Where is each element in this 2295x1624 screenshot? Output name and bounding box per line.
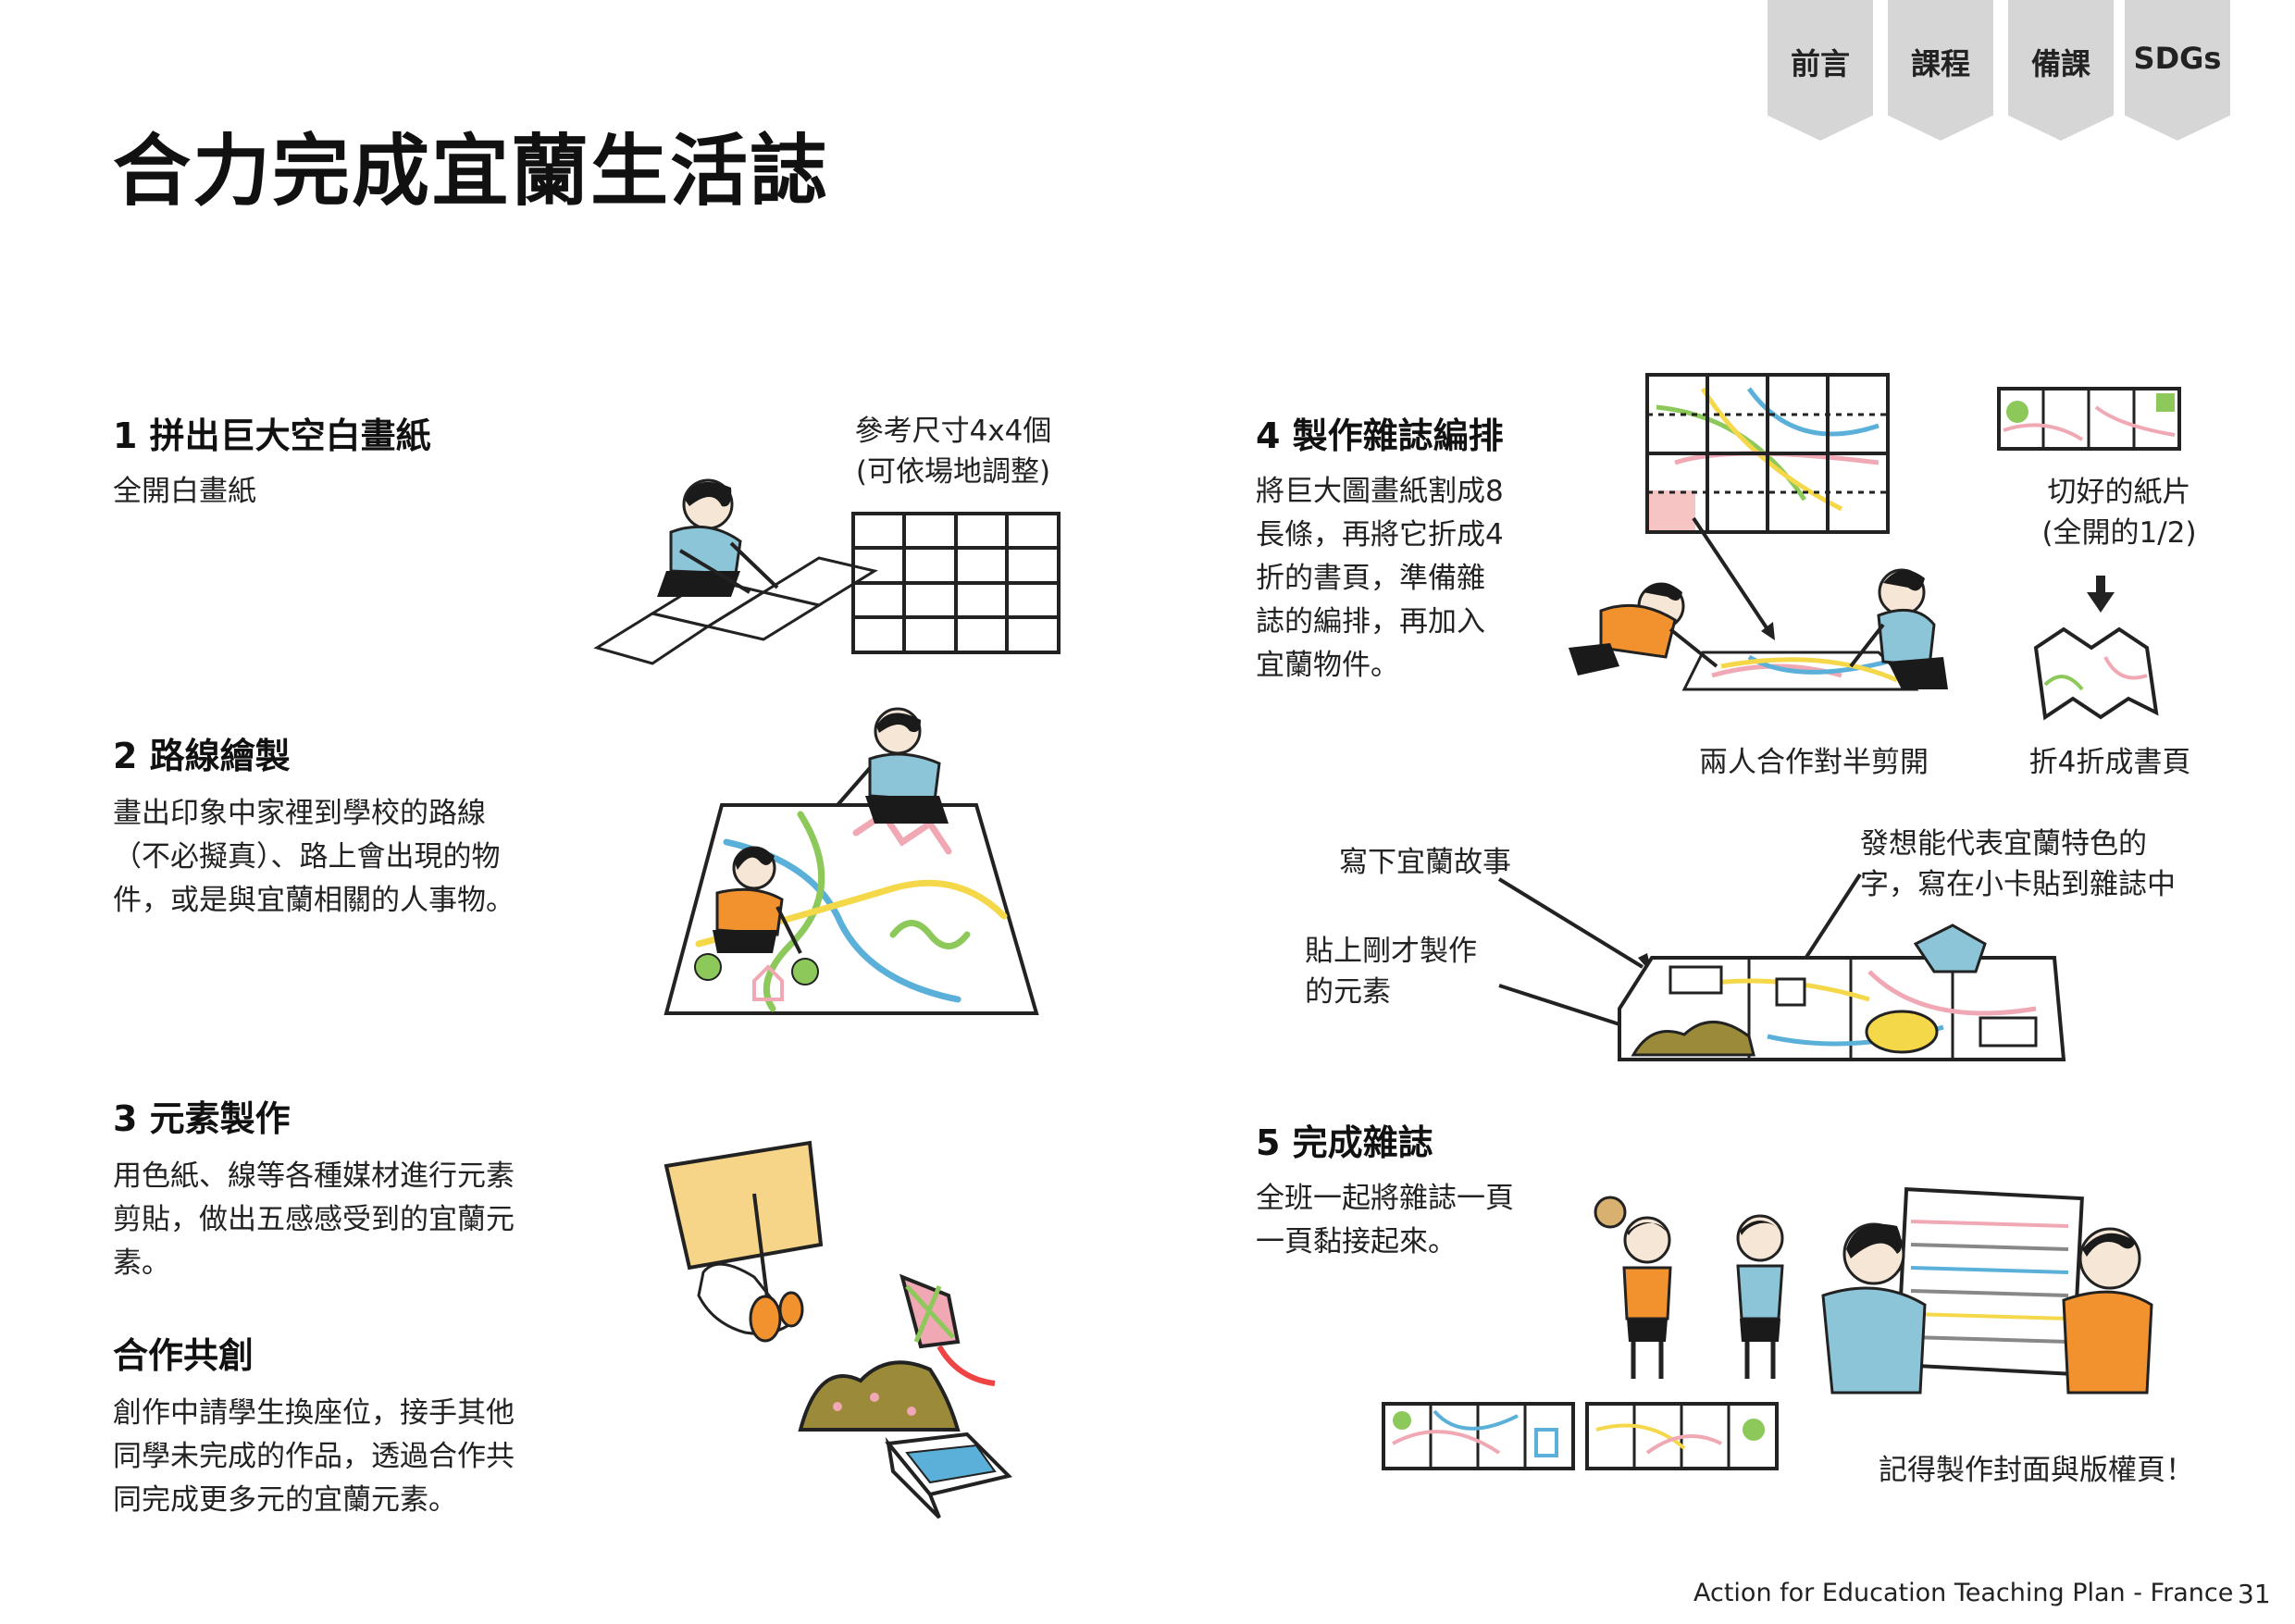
caption-paste-line-2: 的元素 xyxy=(1305,975,1391,1009)
page-title: 合力完成宜蘭生活誌 xyxy=(113,126,830,217)
caption-idea-line-1: 發想能代表宜蘭特色的 xyxy=(1860,827,2147,861)
step2-line-2: （不必擬真）、路上會出現的物 xyxy=(113,840,501,874)
step5-line-1: 全班一起將雜誌一頁 xyxy=(1256,1182,1514,1215)
tab-course[interactable]: 課程 xyxy=(1888,0,1993,141)
coop-line-2: 同學未完成的作品，透過合作共 xyxy=(113,1440,515,1473)
step2-illustration xyxy=(664,707,1039,1015)
step4-line-2: 長條，再將它折成4 xyxy=(1256,518,1504,552)
step1-title: 1 拼出巨大空白畫紙 xyxy=(113,415,431,456)
step2-line-1: 畫出印象中家裡到學校的路線 xyxy=(113,797,486,830)
step4-line-3: 折的書頁，準備雜 xyxy=(1256,562,1485,595)
step2-title: 2 路線繪製 xyxy=(113,736,291,776)
caption-paste-line-1: 貼上剛才製作 xyxy=(1305,935,1477,968)
step4-line-1: 將巨大圖畫紙割成8 xyxy=(1256,475,1504,508)
step4-title: 4 製作雜誌編排 xyxy=(1256,415,1504,456)
page-number: 31 xyxy=(2238,1579,2271,1609)
coop-line-1: 創作中請學生換座位，接手其他 xyxy=(113,1396,515,1430)
step1-caption-adjust: (可依場地調整) xyxy=(855,455,1051,489)
caption-pair-cut: 兩人合作對半剪開 xyxy=(1699,746,1929,779)
step3-line-1: 用色紙、線等各種媒材進行元素 xyxy=(113,1159,515,1193)
step1-body: 全開白畫紙 xyxy=(113,475,256,508)
footer-title: Action for Education Teaching Plan - Fra… xyxy=(1693,1579,2234,1607)
step3-line-3: 素。 xyxy=(113,1246,170,1280)
step2-line-3: 件，或是與宜蘭相關的人事物。 xyxy=(113,884,515,917)
step5-line-2: 一頁黏接起來。 xyxy=(1256,1225,1457,1258)
caption-fold: 折4折成書頁 xyxy=(2028,746,2191,779)
tab-intro[interactable]: 前言 xyxy=(1768,0,1873,141)
coop-line-3: 同完成更多元的宜蘭元素。 xyxy=(113,1483,457,1517)
step1-caption-size: 參考尺寸4x4個 xyxy=(854,415,1052,448)
step3-title: 3 元素製作 xyxy=(113,1098,291,1139)
step5-illustration xyxy=(1382,1187,2153,1470)
step4-line-5: 宜蘭物件。 xyxy=(1256,649,1399,682)
caption-cut-paper: 切好的紙片 xyxy=(2047,476,2191,509)
step1-illustration xyxy=(593,478,1061,665)
step5-title: 5 完成雜誌 xyxy=(1256,1122,1433,1163)
caption-write-story: 寫下宜蘭故事 xyxy=(1339,846,1511,879)
tab-sdgs[interactable]: SDGs xyxy=(2125,0,2230,141)
tab-preparation[interactable]: 備課 xyxy=(2008,0,2114,141)
caption-idea-line-2: 字，寫在小卡貼到雜誌中 xyxy=(1860,868,2176,901)
step4-line-4: 誌的編排，再加入 xyxy=(1256,605,1485,638)
coop-title: 合作共創 xyxy=(113,1335,254,1376)
step4-illustration xyxy=(1569,373,2181,721)
caption-cut-half: (全開的1/2) xyxy=(2041,516,2197,550)
caption-cover: 記得製作封面與版權頁！ xyxy=(1879,1454,2194,1487)
step3-line-2: 剪貼，做出五感感受到的宜蘭元 xyxy=(113,1203,515,1236)
step3-illustration xyxy=(664,1140,1012,1519)
layout-illustration xyxy=(1497,873,2066,1061)
